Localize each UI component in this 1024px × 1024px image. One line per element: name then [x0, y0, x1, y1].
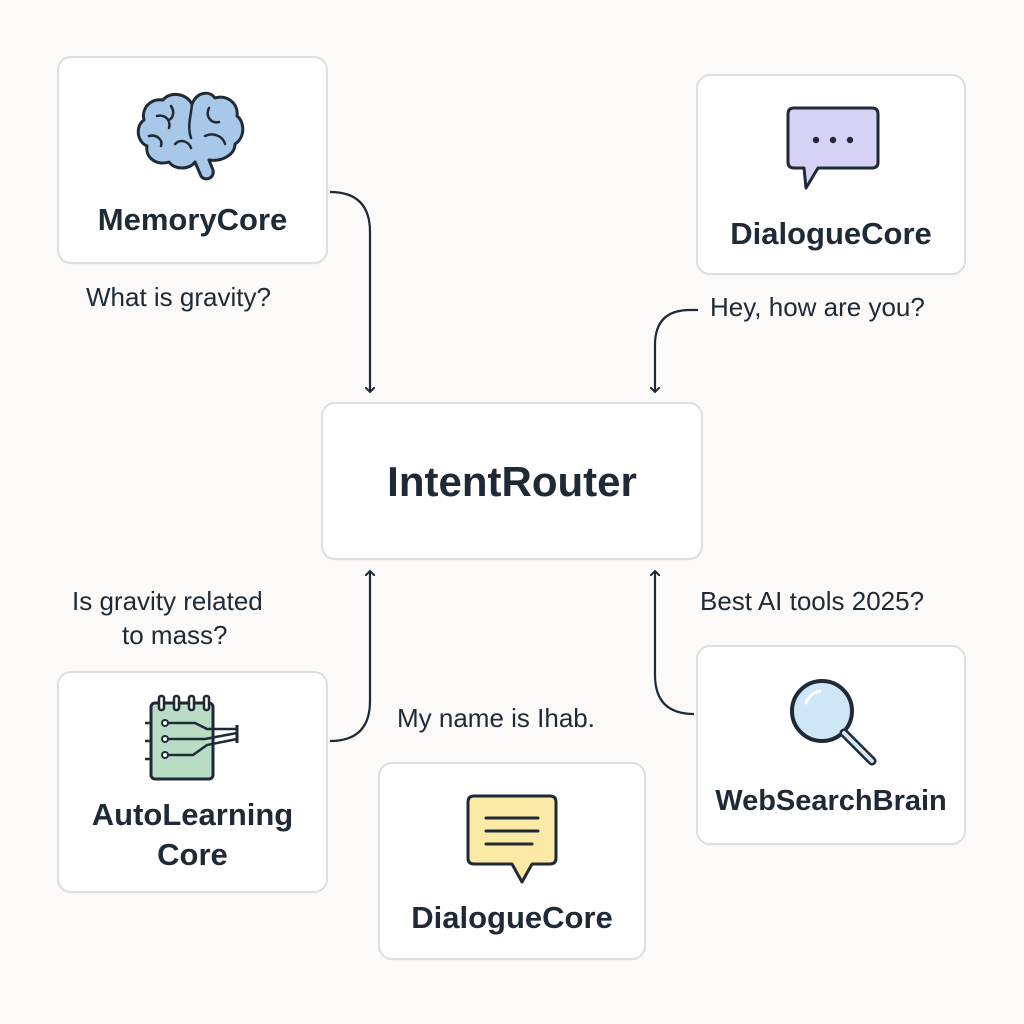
brain-icon [135, 86, 249, 187]
dialogue-top-query-text: Hey, how are you? [710, 292, 925, 322]
arrow-autolearning-to-router [329, 571, 370, 743]
autolearning-core-label-line2: Core [157, 837, 228, 872]
arrow-memory-to-router [329, 190, 370, 392]
websearch-query-text: Best AI tools 2025? [700, 586, 925, 616]
dialogue-core-bottom-node[interactable]: DialogueCore [378, 762, 646, 960]
intent-router-label: IntentRouter [387, 458, 637, 505]
notebook-circuit-icon [145, 693, 245, 792]
autolearning-query-line2: to mass? [122, 620, 228, 650]
websearch-brain-node[interactable]: WebSearchBrain [696, 645, 966, 845]
chat-bubble-dots-icon [784, 104, 882, 201]
arrow-dialogue-top-to-router [655, 308, 698, 392]
intent-router-node[interactable]: IntentRouter [321, 402, 703, 560]
dialogue-core-bottom-label: DialogueCore [411, 900, 613, 935]
magnifier-icon [784, 673, 884, 778]
memory-core-node[interactable]: MemoryCore [57, 56, 328, 264]
arrow-websearch-to-router [655, 571, 695, 716]
autolearning-core-node[interactable]: AutoLearning Core [57, 671, 328, 893]
dialogue-bottom-query-text: My name is Ihab. [397, 703, 595, 733]
memory-query-text: What is gravity? [86, 282, 271, 312]
autolearning-query-line1: Is gravity related [72, 586, 263, 616]
websearch-brain-label: WebSearchBrain [715, 785, 947, 817]
dialogue-core-top-label: DialogueCore [730, 216, 932, 251]
dialogue-core-top-node[interactable]: DialogueCore [696, 74, 966, 275]
chat-bubble-lines-icon [466, 792, 558, 895]
autolearning-core-label-line1: AutoLearning [91, 797, 294, 832]
memory-core-label: MemoryCore [97, 202, 288, 237]
